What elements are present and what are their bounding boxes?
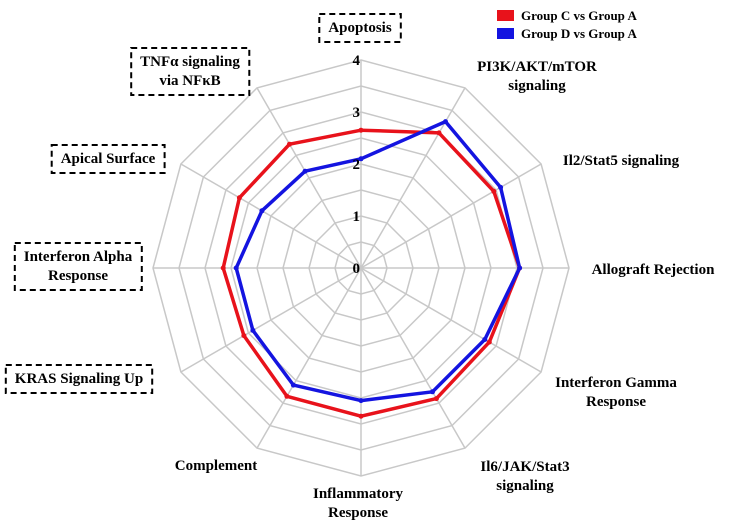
- series-1-point: [236, 195, 242, 201]
- series-1-point: [433, 396, 439, 402]
- axis-label-text: Response: [48, 268, 108, 284]
- series-1-point: [436, 130, 442, 136]
- axis-label-text: Interferon Alpha: [24, 249, 133, 265]
- series-2-point: [250, 327, 256, 333]
- series-line-2: [234, 119, 522, 403]
- series-2-point: [358, 156, 364, 162]
- legend-label-1: Group C vs Group A: [521, 8, 637, 23]
- axis-label-text: Inflammatory: [313, 486, 403, 502]
- axis-label-text: Complement: [175, 458, 258, 474]
- legend-swatch-1: [497, 10, 514, 21]
- legend: Group C vs Group A Group D vs Group A: [497, 8, 637, 41]
- axis-label-4: Allograft Rejection: [592, 262, 716, 278]
- axis-label-box: [130, 47, 251, 96]
- series-2-point: [358, 398, 364, 404]
- series-2-point: [498, 184, 504, 190]
- series-1-point: [284, 393, 290, 399]
- series-1-point: [241, 333, 247, 339]
- axis-label-box: [4, 364, 154, 394]
- axis-labels: ApoptosisPI3K/AKT/mTORsignalingIl2/Stat5…: [4, 13, 716, 521]
- axis-label-text: Response: [586, 394, 646, 410]
- grid-spoke: [360, 87, 466, 269]
- axis-label-text: Il2/Stat5 signaling: [563, 153, 680, 169]
- axis-label-box: [318, 13, 402, 43]
- legend-label-2: Group D vs Group A: [521, 26, 637, 41]
- radar-series: [220, 119, 523, 419]
- series-1-point: [358, 127, 364, 133]
- series-2-point: [482, 337, 488, 342]
- axis-label-text: Response: [328, 505, 388, 521]
- series-2-point: [443, 119, 448, 125]
- tick-label: 2: [353, 157, 361, 173]
- axis-label-text: TNFα signaling: [140, 54, 240, 70]
- tick-label: 3: [353, 105, 361, 121]
- grid-spoke: [180, 163, 362, 269]
- axis-label-3: Il2/Stat5 signaling: [563, 153, 680, 169]
- grid-spoke: [256, 87, 362, 269]
- series-1-point: [486, 339, 492, 345]
- series-2-point: [430, 389, 435, 395]
- axis-label-text: via NFκB: [159, 73, 220, 89]
- grid-spoke: [360, 267, 466, 449]
- axis-label-8: Complement: [175, 458, 258, 474]
- axis-label-11: Apical Surface: [50, 144, 166, 174]
- legend-swatch-2: [497, 28, 514, 39]
- grid-spoke: [360, 163, 542, 269]
- axis-label-text: signaling: [496, 478, 554, 494]
- radial-tick-labels: 0 1 2 3 4: [353, 53, 361, 277]
- grid-spoke: [360, 267, 542, 373]
- axis-label-12: TNFα signaling via NFκB: [130, 47, 251, 96]
- axis-label-text: PI3K/AKT/mTOR: [477, 59, 597, 75]
- axis-label-2: PI3K/AKT/mTOR signaling: [477, 59, 597, 94]
- series-1-point: [220, 265, 226, 271]
- axis-label-9: KRAS Signaling Up: [4, 364, 154, 394]
- axis-label-text: signaling: [508, 78, 566, 94]
- grid-spoke: [256, 267, 362, 449]
- axis-label-box: [13, 242, 143, 291]
- series-1-point: [358, 413, 364, 419]
- axis-label-text: Il6/JAK/Stat3: [480, 459, 569, 475]
- axis-label-text: Allograft Rejection: [592, 262, 716, 278]
- series-2-point: [290, 382, 296, 388]
- tick-label: 1: [353, 209, 361, 225]
- series-1-point: [287, 141, 292, 147]
- series-2-point: [517, 265, 523, 271]
- axis-label-1: Apoptosis: [318, 13, 402, 43]
- axis-label-text: Apical Surface: [61, 151, 156, 167]
- axis-label-text: Interferon Gamma: [555, 375, 677, 391]
- tick-label: 0: [353, 261, 361, 277]
- series-2-point: [302, 168, 308, 174]
- series-1-point: [491, 188, 497, 194]
- radar-grid: [152, 59, 570, 477]
- axis-label-6: Il6/JAK/Stat3 signaling: [480, 459, 569, 494]
- tick-label: 4: [353, 53, 361, 69]
- axis-label-text: KRAS Signaling Up: [15, 371, 143, 387]
- axis-label-text: Apoptosis: [328, 20, 392, 36]
- series-2-point: [259, 208, 265, 214]
- grid-spoke: [180, 267, 362, 373]
- series-2-point: [233, 265, 239, 271]
